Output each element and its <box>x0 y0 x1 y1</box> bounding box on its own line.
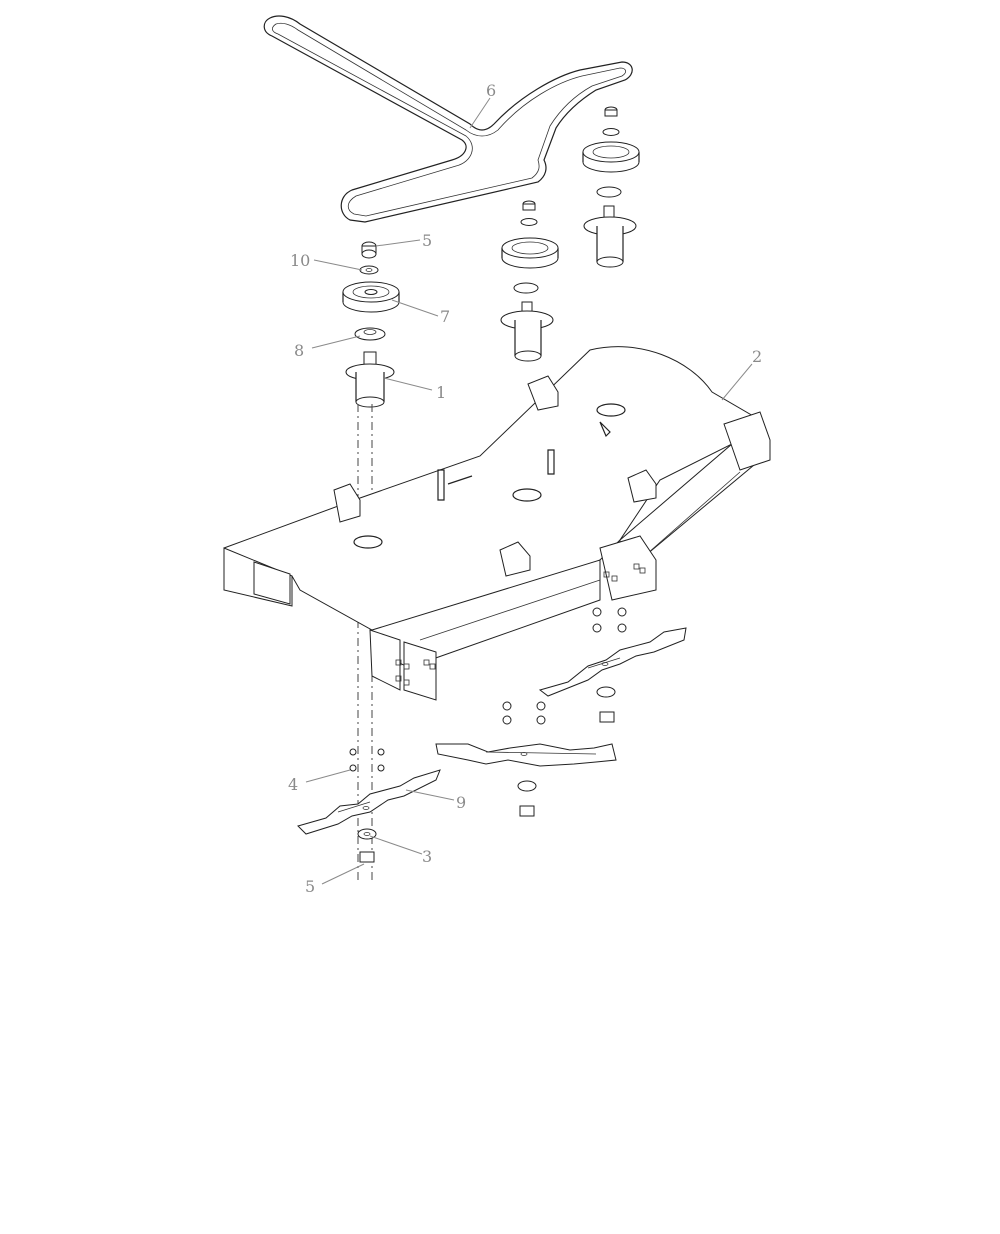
mower-blade-center <box>435 743 617 767</box>
callout-numbers: 1 2 3 4 5 5 6 7 8 9 10 <box>288 81 762 896</box>
blade-hardware-left <box>349 748 385 863</box>
callout-4: 4 <box>288 775 298 794</box>
callout-5-spindle-nut: 5 <box>422 231 432 250</box>
mower-deck <box>223 346 771 701</box>
front-left-bracket-plate <box>403 641 437 701</box>
callout-8: 8 <box>294 341 304 360</box>
pulley-hub <box>354 327 386 341</box>
blade-hardware-center <box>502 701 546 817</box>
callout-10: 10 <box>290 251 310 270</box>
blade-nut <box>359 851 375 863</box>
blade-hardware-right <box>592 607 627 723</box>
center-spindle-stack <box>500 200 559 362</box>
callout-6: 6 <box>486 81 496 100</box>
callout-9: 9 <box>456 793 466 812</box>
front-left-bracket <box>369 629 401 691</box>
right-spindle-stack <box>582 106 640 268</box>
mower-blade-right <box>538 627 687 697</box>
spindle-washer-hole <box>365 268 373 272</box>
left-spindle-opening <box>353 535 383 549</box>
right-spindle-opening <box>596 403 626 417</box>
spindle-washer <box>359 265 379 275</box>
callout-1: 1 <box>436 383 446 402</box>
callout-5-blade-nut: 5 <box>305 877 315 896</box>
callout-3: 3 <box>422 847 432 866</box>
drive-belt <box>263 15 633 223</box>
spindle-nut-base <box>361 249 377 259</box>
front-right-bracket <box>599 535 657 601</box>
rear-right-bracket <box>723 411 771 471</box>
spindle-housing-bottom <box>355 396 385 408</box>
callout-7: 7 <box>440 307 450 326</box>
center-spindle-opening <box>512 488 542 502</box>
mower-blade-left <box>297 769 441 835</box>
callout-leaders <box>305 97 753 885</box>
callout-2: 2 <box>752 347 762 366</box>
